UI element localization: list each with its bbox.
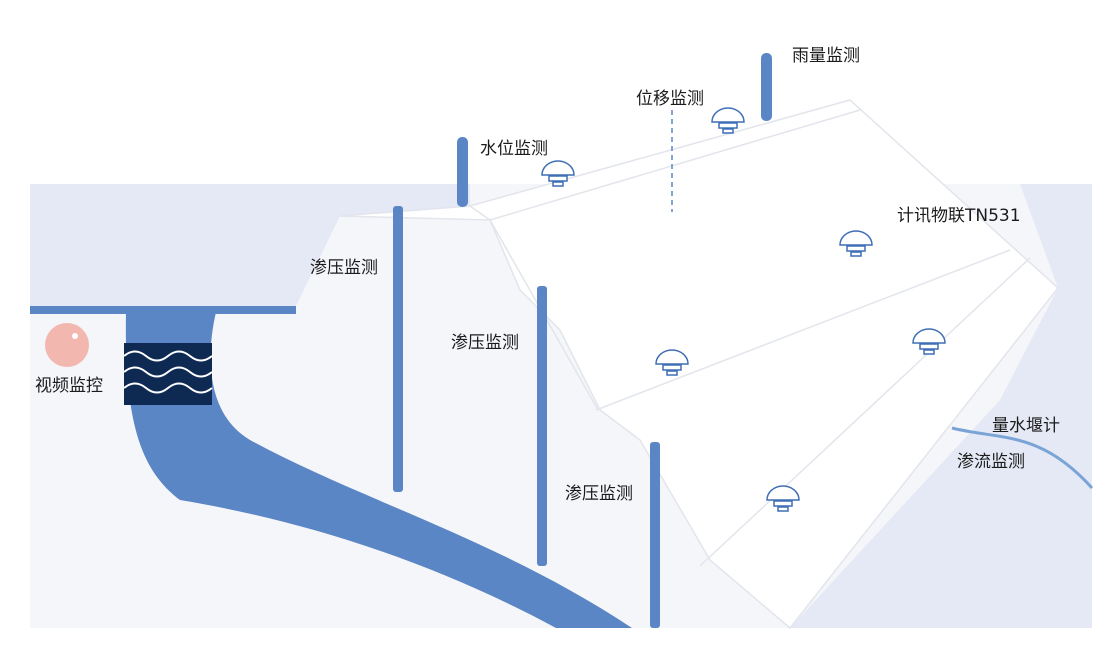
dam-body xyxy=(339,99,1060,630)
label-displacement: 位移监测 xyxy=(636,89,704,109)
rain-gauge-bar xyxy=(761,53,772,121)
water-level-gauge-bar xyxy=(457,137,468,207)
dam-berm-upper xyxy=(595,249,1011,411)
dam-berm-lower xyxy=(699,257,1031,567)
label-rain: 雨量监测 xyxy=(792,46,860,66)
upstream-water xyxy=(30,184,470,306)
piezometer-bar-3 xyxy=(650,442,660,628)
seepage-stream xyxy=(951,426,1094,490)
label-seepage-pressure-3: 渗压监测 xyxy=(565,484,633,504)
label-water-level: 水位监测 xyxy=(480,139,548,159)
downstream-water xyxy=(790,184,1092,628)
label-seepage-pressure-1: 渗压监测 xyxy=(310,258,378,278)
reservoir-bed xyxy=(30,306,296,314)
camera-ball-icon xyxy=(45,323,89,367)
piezometer-bar-2 xyxy=(537,286,547,566)
camera-highlight xyxy=(72,333,78,339)
label-weir: 量水堰计 xyxy=(992,416,1060,436)
gnss-dome-sensor-icon xyxy=(711,107,745,134)
piezometer-bar-1 xyxy=(393,206,403,492)
pipe-water-block xyxy=(124,343,212,405)
pipe-wave-lines xyxy=(123,350,213,394)
label-iot-device: 计讯物联TN531 xyxy=(897,206,1021,226)
label-video: 视频监控 xyxy=(35,376,103,396)
label-seepage-pressure-2: 渗压监测 xyxy=(451,333,519,353)
label-seepage-flow: 渗流监测 xyxy=(957,452,1025,472)
